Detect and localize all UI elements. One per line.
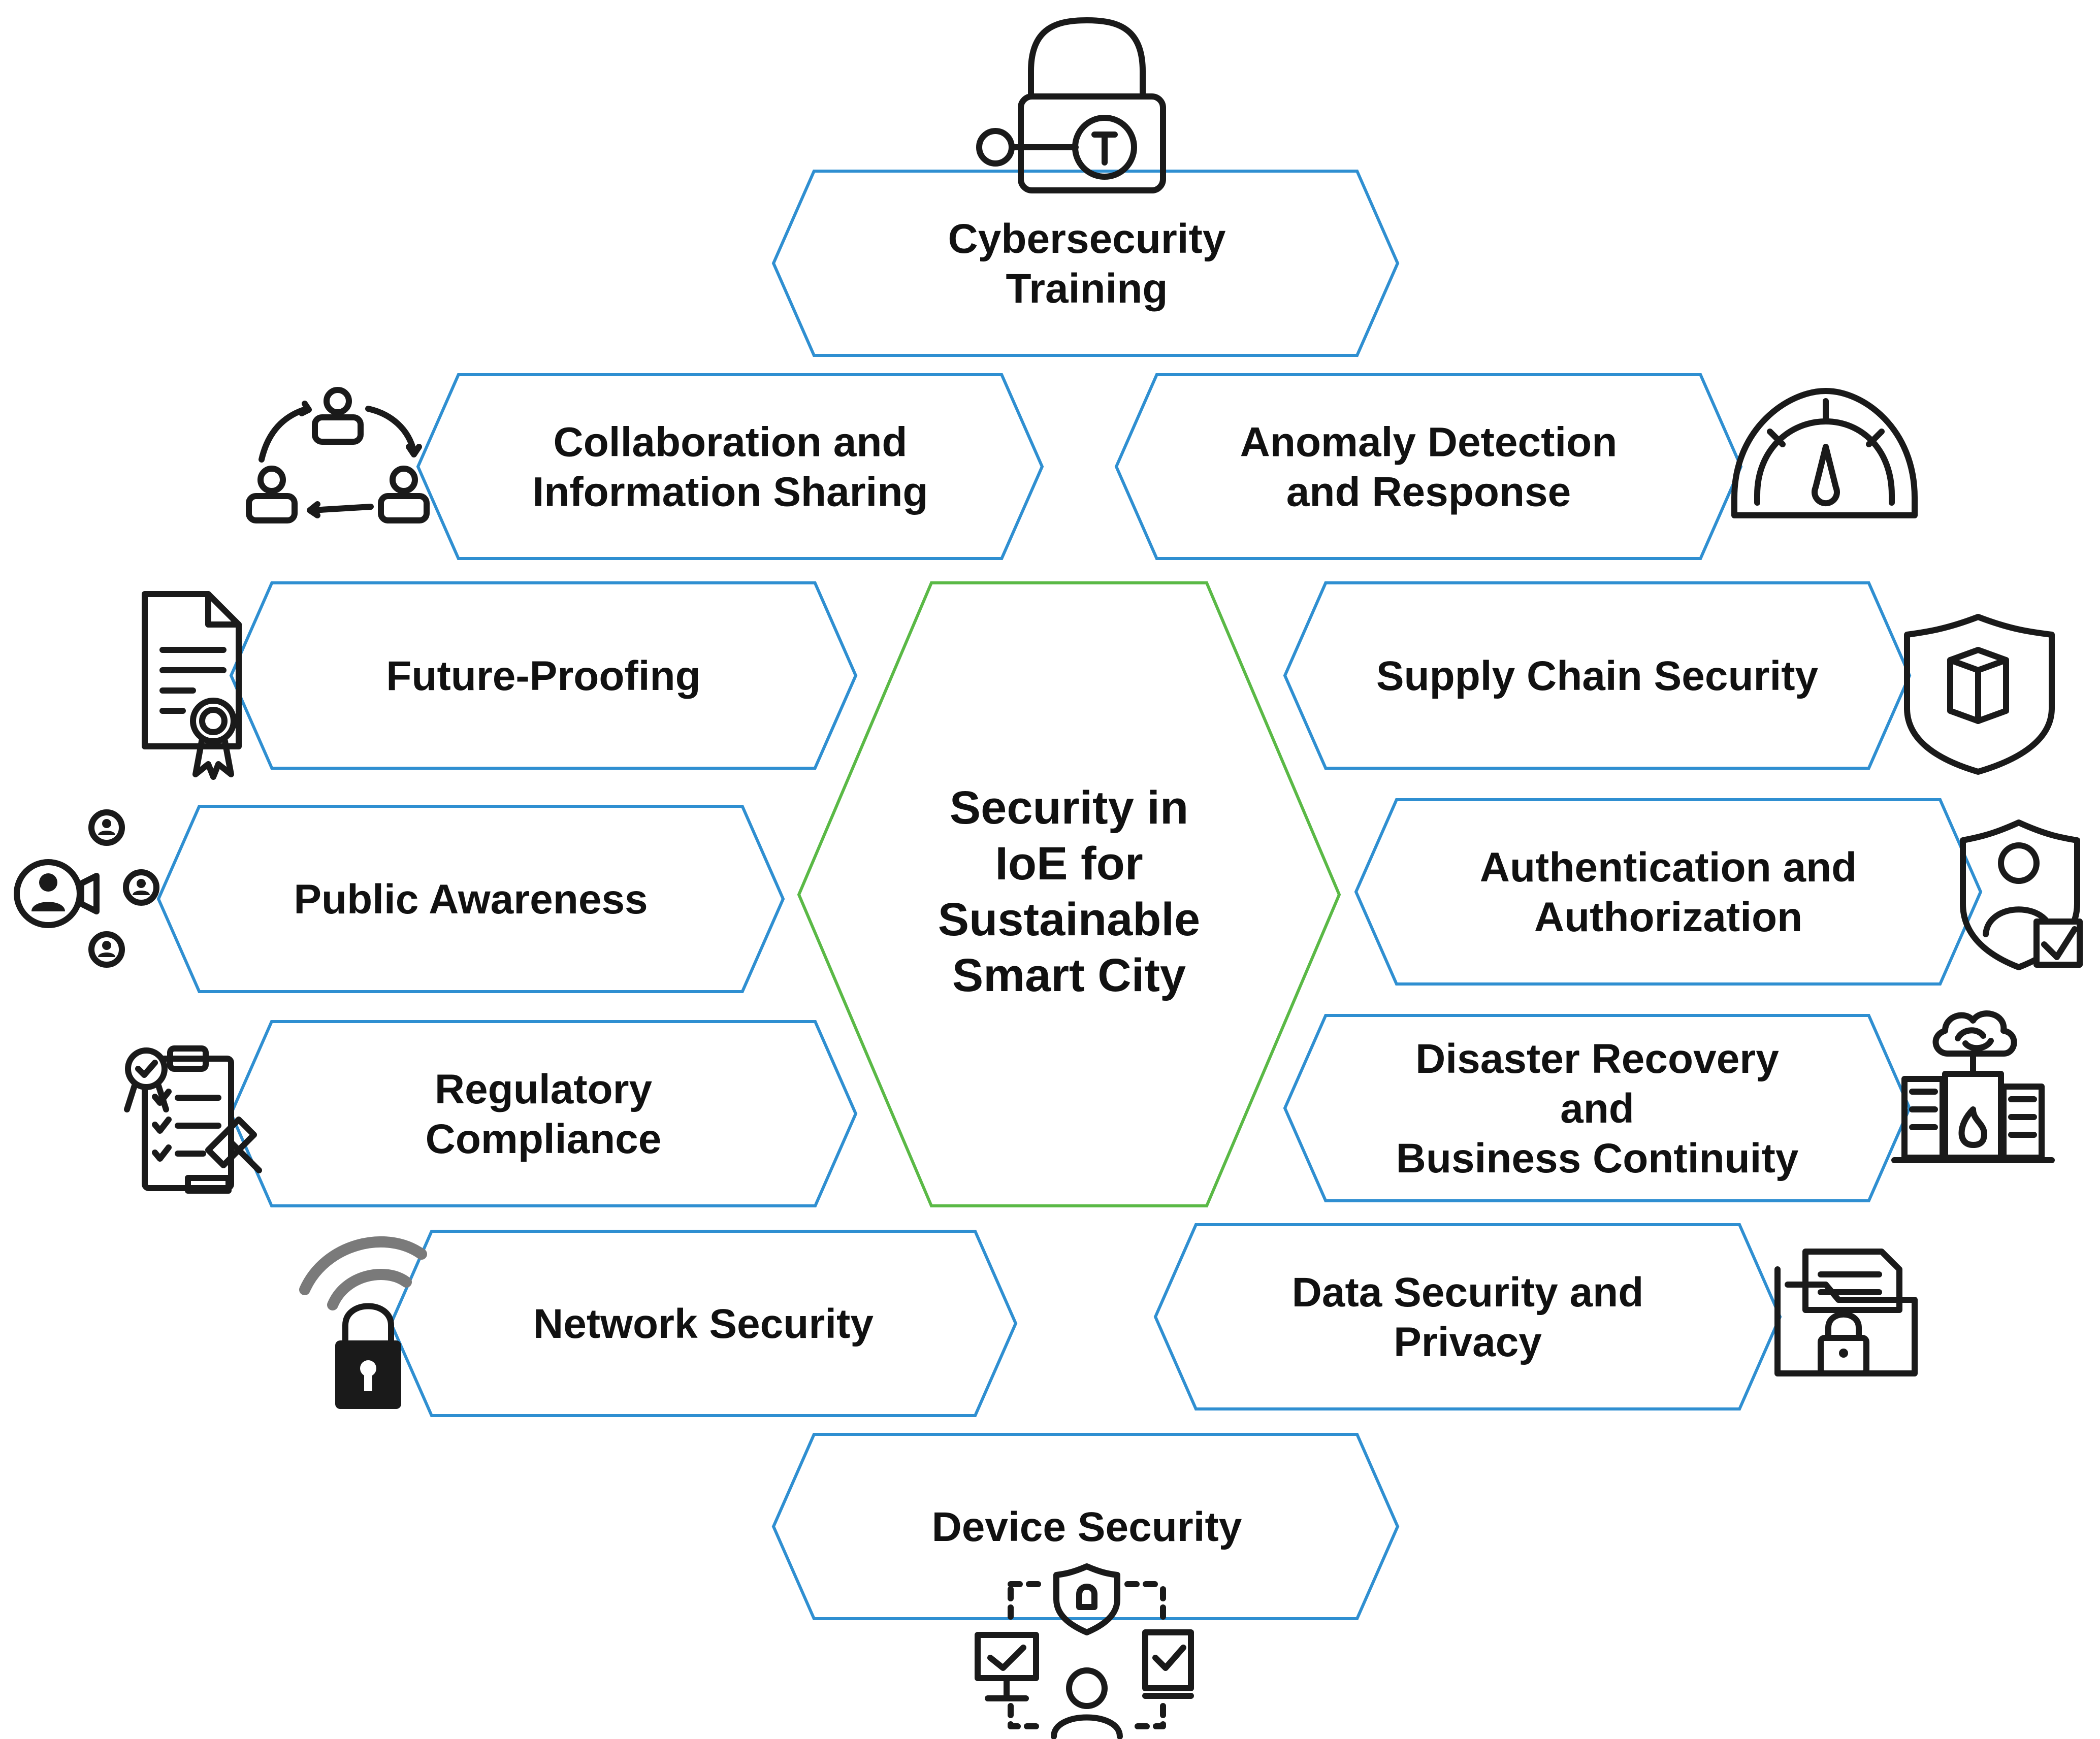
hexagon-data-security — [1153, 1223, 1782, 1410]
network-devices-shield-icon — [975, 1563, 1194, 1739]
hexagon-collaboration — [416, 373, 1044, 560]
label-line: Anomaly Detection — [1240, 419, 1618, 466]
hexagon-device-security — [771, 1433, 1400, 1620]
label-public-awareness: Public Awareness — [294, 876, 648, 923]
hexagon-supply-chain — [1283, 581, 1912, 770]
label-line: and — [1560, 1086, 1634, 1132]
label-line: and Response — [1286, 469, 1571, 515]
shield-box-icon — [1904, 614, 2055, 775]
node-future-proofing: Future-Proofing — [229, 581, 858, 770]
label-line: Smart City — [952, 949, 1186, 1001]
label-network-security: Network Security — [533, 1301, 874, 1347]
hexagon-authentication — [1354, 798, 1983, 986]
user-shield-check-icon — [1960, 819, 2083, 970]
folder-lock-icon — [1774, 1249, 1918, 1376]
label-line: Cybersecurity — [948, 216, 1226, 262]
node-network-security: Network Security — [389, 1230, 1018, 1417]
label-line: Sustainable — [938, 894, 1200, 945]
label-supply-chain: Supply Chain Security — [1376, 653, 1819, 699]
label-line: Collaboration and — [554, 419, 908, 466]
label-line: Training — [1006, 266, 1168, 312]
hexagon-disaster-recovery — [1283, 1014, 1912, 1202]
label-line: Security in — [950, 782, 1188, 834]
label-line: Information Sharing — [533, 469, 928, 515]
hexagon-cybersecurity-training — [771, 170, 1400, 357]
label-future-proofing: Future-Proofing — [386, 653, 700, 699]
hexagon-future-proofing — [229, 581, 858, 770]
node-supply-chain: Supply Chain Security — [1283, 581, 1912, 770]
cloud-building-fire-icon — [1891, 1010, 2055, 1163]
label-line: Network Security — [533, 1301, 874, 1347]
label-line: Compliance — [426, 1116, 662, 1162]
padlock-key-icon — [976, 17, 1166, 193]
hexagon-regulatory — [229, 1020, 858, 1207]
node-public-awareness: Public Awareness — [156, 805, 785, 993]
wifi-lock-icon — [299, 1236, 427, 1409]
node-device-security: Device Security — [771, 1433, 1400, 1620]
certificate-icon — [142, 591, 242, 780]
label-line: Regulatory — [435, 1066, 653, 1112]
label-line: Future-Proofing — [386, 653, 700, 699]
label-line: Business Continuity — [1396, 1135, 1799, 1182]
label-line: Authentication and — [1480, 844, 1857, 891]
label-device-security: Device Security — [932, 1504, 1242, 1550]
label-line: Authorization — [1534, 894, 1802, 940]
people-cycle-icon — [246, 387, 430, 523]
label-line: Data Security and — [1292, 1269, 1644, 1316]
label-line: IoE for — [995, 838, 1143, 890]
label-line: Public Awareness — [294, 876, 648, 923]
label-line: Device Security — [932, 1504, 1242, 1550]
label-line: Supply Chain Security — [1376, 653, 1819, 699]
hexagon-public-awareness — [156, 805, 785, 993]
label-line: Disaster Recovery — [1415, 1036, 1779, 1082]
hexagon-anomaly-detection — [1114, 373, 1743, 560]
label-line: Privacy — [1394, 1319, 1542, 1365]
megaphone-people-icon — [14, 809, 159, 968]
gauge-icon — [1731, 388, 1918, 518]
clipboard-gavel-icon — [124, 1045, 262, 1194]
